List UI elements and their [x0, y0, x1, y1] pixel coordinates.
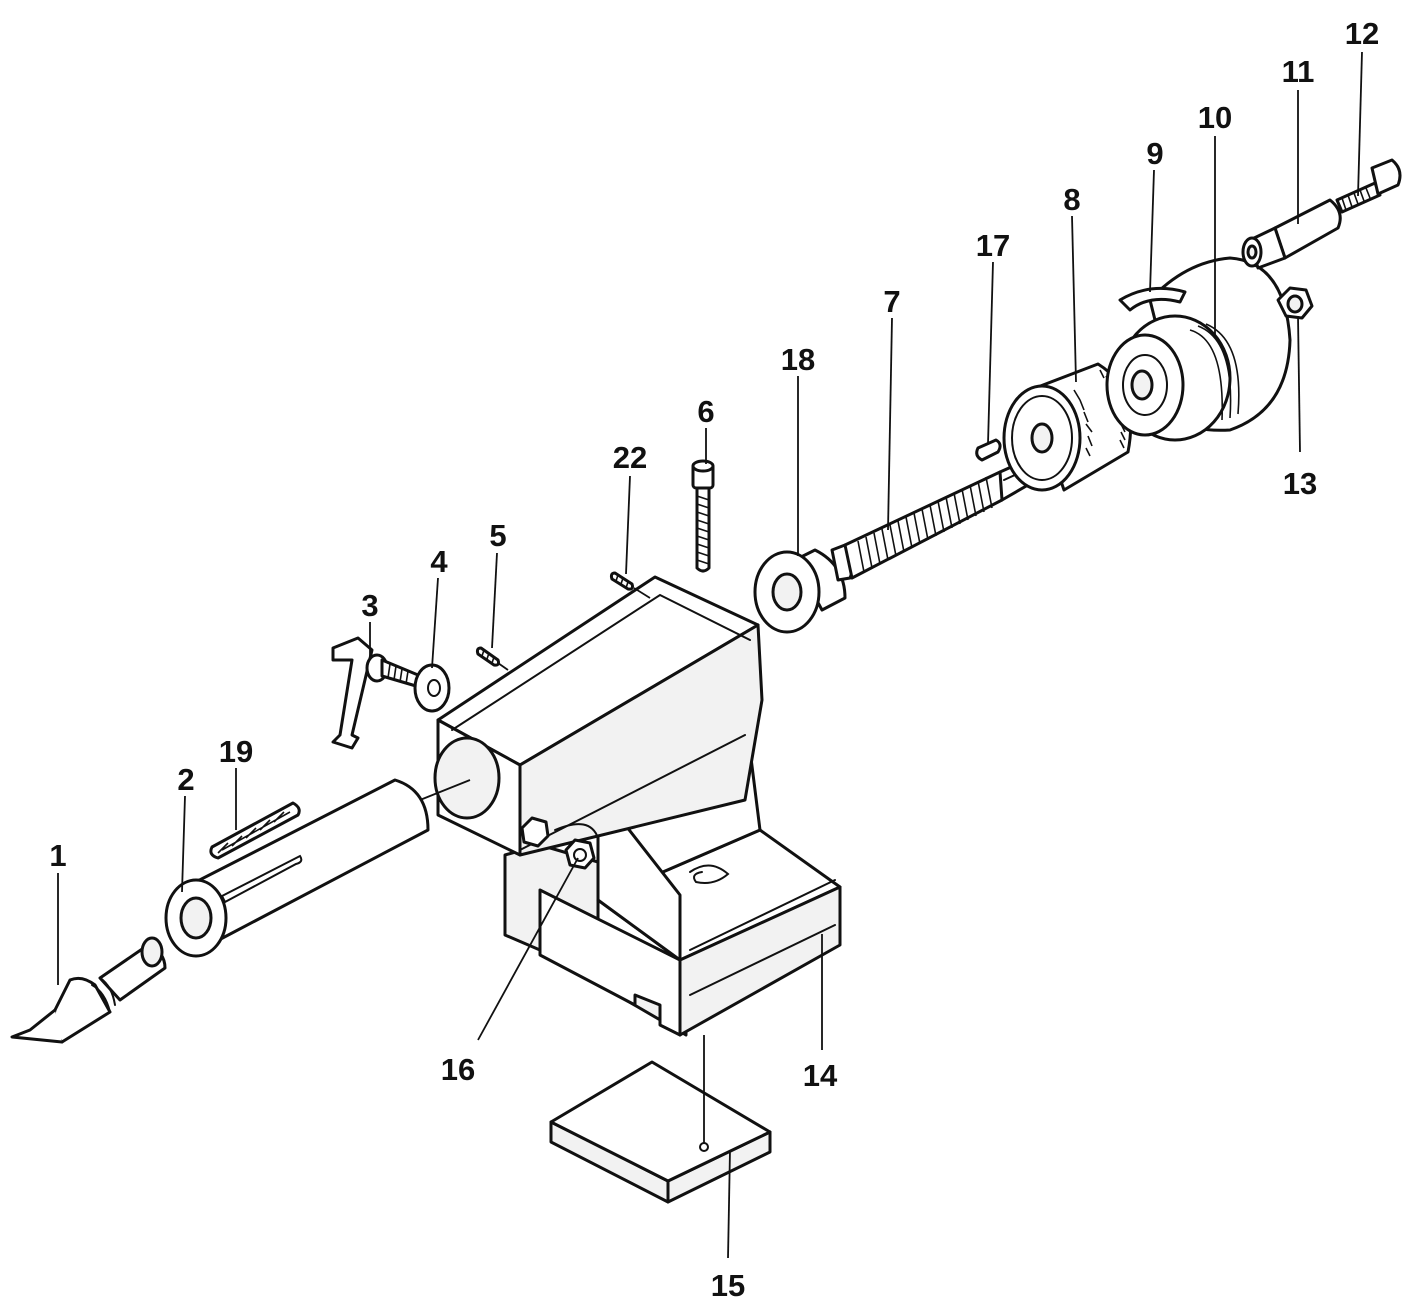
label-8: 8	[1063, 182, 1080, 217]
label-9: 9	[1146, 136, 1163, 171]
label-1: 1	[49, 838, 66, 873]
label-3: 3	[361, 588, 378, 623]
label-2: 2	[177, 762, 194, 797]
leader-4	[431, 577, 439, 669]
part-14-tailstock-body	[433, 575, 842, 1037]
part-12-handle-screw	[1335, 158, 1402, 214]
leader-12	[1357, 51, 1363, 197]
label-17: 17	[976, 228, 1010, 263]
axis-line-pin-5	[497, 662, 509, 671]
leader-lines	[57, 51, 1363, 1259]
part-5-pin	[475, 646, 500, 667]
leader-7	[887, 317, 893, 531]
leader-17	[987, 261, 994, 445]
label-13: 13	[1283, 466, 1317, 501]
label-14: 14	[803, 1058, 838, 1093]
leader-13	[1297, 315, 1301, 453]
part-11-handle-sleeve	[1241, 198, 1342, 270]
leader-5	[491, 552, 498, 649]
part-4-washer	[413, 663, 451, 713]
part-6-cap-screw	[691, 459, 715, 573]
label-4: 4	[430, 544, 448, 579]
label-15: 15	[711, 1268, 745, 1303]
leader-16	[477, 857, 579, 1041]
label-10: 10	[1198, 100, 1232, 135]
part-19-key	[209, 801, 301, 860]
axis-line-pin-22	[633, 587, 651, 599]
part-22-pin	[609, 571, 634, 591]
leader-8	[1071, 215, 1077, 383]
label-18: 18	[781, 342, 815, 377]
label-12: 12	[1345, 16, 1379, 51]
part-18-bearing-bush	[753, 548, 847, 634]
leader-15	[727, 1149, 731, 1259]
label-7: 7	[883, 284, 900, 319]
label-22: 22	[613, 440, 647, 475]
part-15-pad	[549, 1060, 772, 1204]
part-9-spring-clip	[1118, 286, 1187, 312]
part-13-nut	[1276, 286, 1314, 320]
part-10-hand-wheel	[1105, 256, 1292, 442]
label-5: 5	[489, 518, 506, 553]
axis-line-sleeve-to-body	[419, 779, 471, 801]
part-2-quill-sleeve	[164, 778, 430, 958]
label-19: 19	[219, 734, 253, 769]
label-6: 6	[697, 394, 714, 429]
leader-22	[625, 475, 631, 575]
leader-9	[1149, 169, 1155, 293]
leader-2	[181, 795, 186, 893]
part-17-key	[975, 438, 1002, 462]
part-16-nut	[564, 838, 596, 870]
part-1-live-centre	[10, 936, 167, 1044]
part-3-locking-lever	[331, 636, 420, 750]
callout-labels: 1 2 19 3 4 5 22 6 18 7 17 8 9 10 11 12 1…	[49, 16, 1379, 1303]
label-11: 11	[1282, 54, 1315, 89]
label-16: 16	[441, 1052, 475, 1087]
